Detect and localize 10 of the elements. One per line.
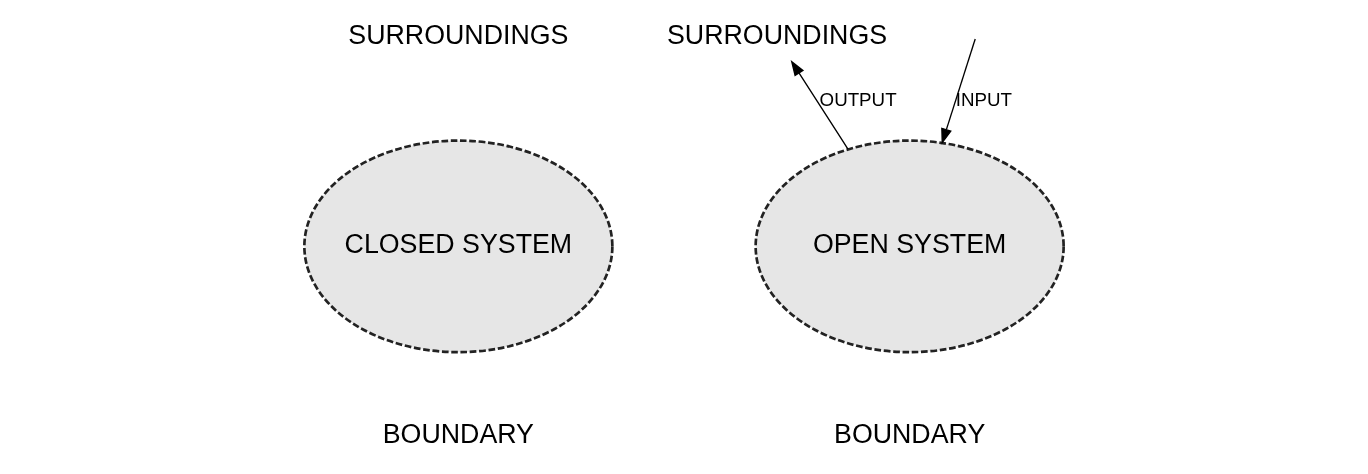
node-ellipse: OPEN SYSTEM — [754, 139, 1065, 354]
node-label: BOUNDARY — [834, 419, 986, 450]
edge-label: OUTPUT — [819, 89, 897, 111]
label: SURROUNDINGS — [348, 20, 569, 51]
node-text: SURROUNDINGS — [667, 20, 888, 51]
node-ellipse: CLOSED SYSTEM — [303, 139, 614, 354]
arrow — [941, 38, 976, 145]
edge-label: INPUT — [955, 89, 1013, 111]
node-label: BOUNDARY — [382, 419, 534, 450]
arrow — [790, 59, 849, 150]
